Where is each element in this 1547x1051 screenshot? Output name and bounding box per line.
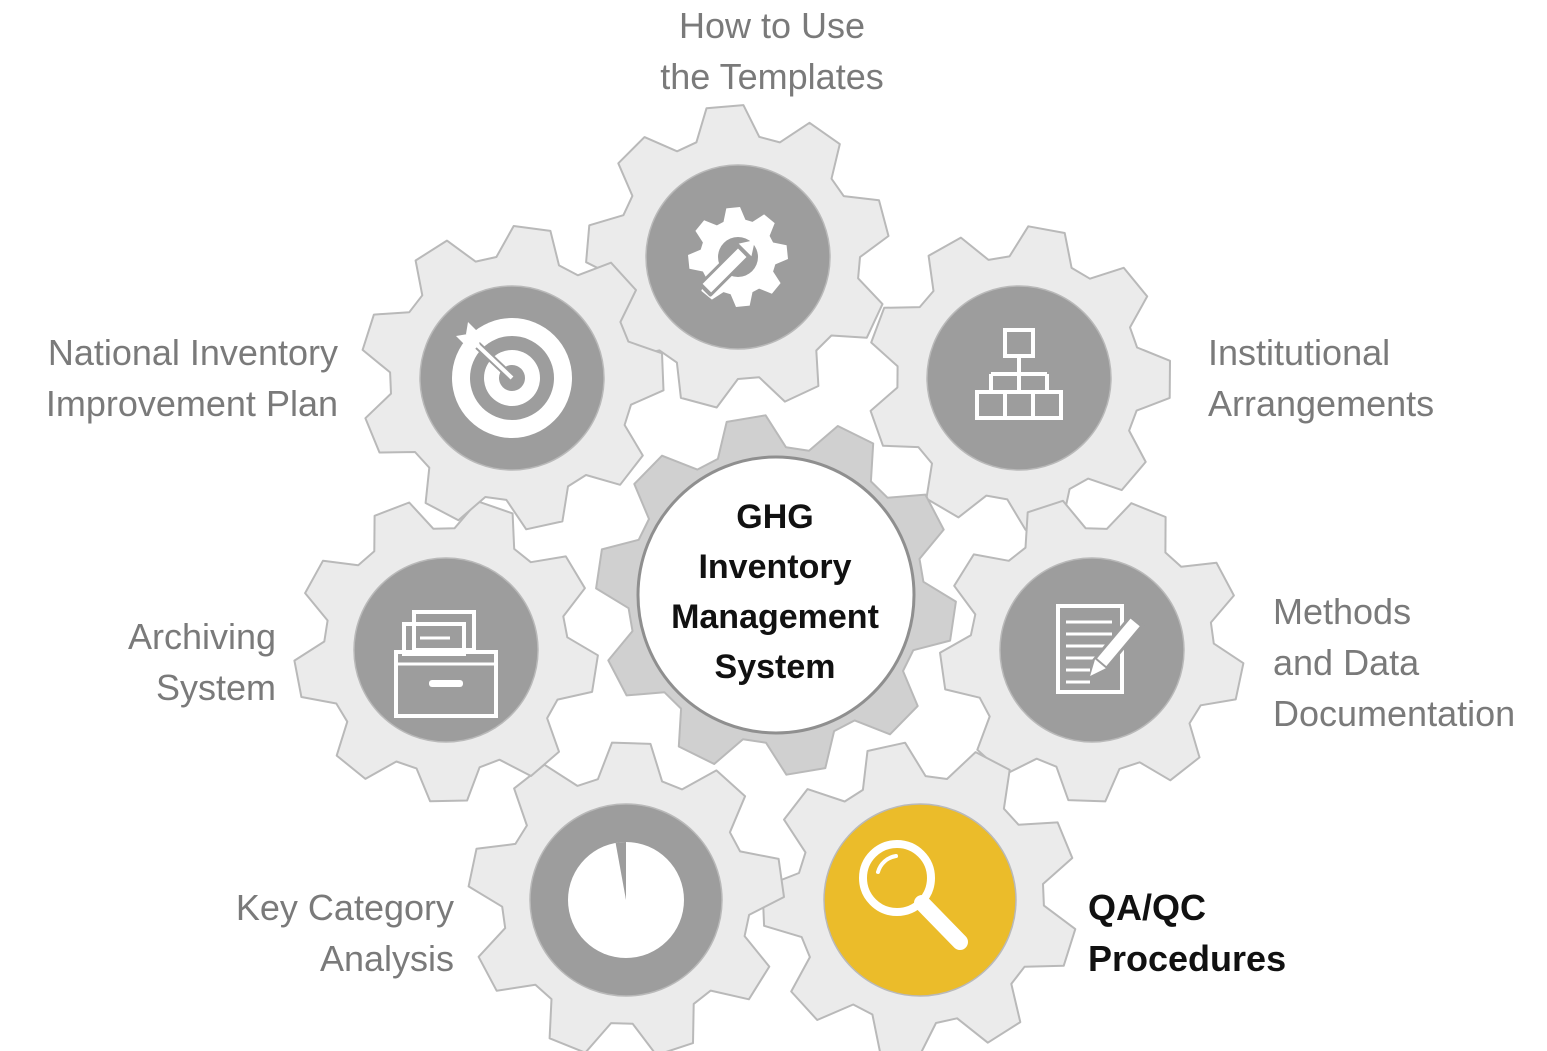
center-circle	[636, 455, 916, 735]
document-pencil-icon	[1056, 604, 1145, 694]
file-drawer-icon	[394, 610, 498, 718]
module-label-archiving-system[interactable]: Archiving System	[127, 616, 276, 708]
module-label-methods-data-documentation[interactable]: Methods and Data Documentation	[1273, 591, 1516, 734]
module-label-qa-qc-procedures[interactable]: QA/QC Procedures	[1088, 887, 1287, 979]
module-circle-methods-data-documentation[interactable]	[999, 557, 1185, 743]
pie-chart-icon	[568, 841, 684, 958]
target-icon	[452, 318, 572, 438]
center-title: GHG Inventory Management System	[671, 498, 879, 686]
module-label-national-inventory-improvement-plan[interactable]: National Inventory Improvement Plan	[45, 332, 338, 424]
module-label-institutional-arrangements[interactable]: Institutional Arrangements	[1208, 332, 1435, 424]
module-label-key-category-analysis[interactable]: Key Category Analysis	[235, 887, 454, 979]
gear-pencil-icon	[688, 207, 788, 307]
magnifier-icon	[859, 840, 968, 950]
org-chart-icon	[975, 328, 1063, 420]
module-label-how-to-use-templates[interactable]: How to Use the Templates	[660, 5, 884, 97]
